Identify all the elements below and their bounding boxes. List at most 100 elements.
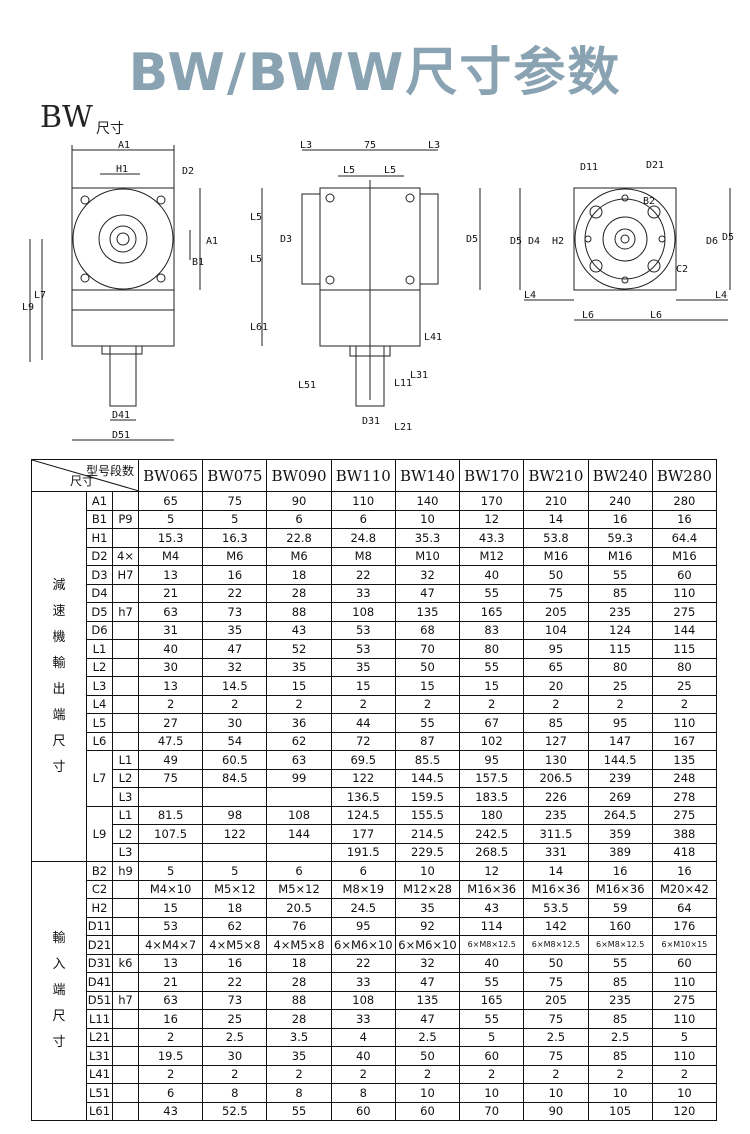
value-cell	[202, 842, 268, 862]
value-cell: 107.5	[138, 824, 204, 844]
param-cell: L11	[86, 1009, 113, 1029]
value-cell: 49	[138, 750, 204, 770]
value-cell: 4×M5×8	[202, 935, 268, 955]
value-cell: 47	[394, 583, 461, 603]
value-cell: 16	[587, 509, 653, 529]
value-cell: 95	[330, 916, 396, 936]
value-cell: 240	[587, 491, 653, 511]
value-cell	[202, 787, 268, 807]
svg-text:D51: D51	[112, 430, 130, 441]
value-cell: 105	[587, 1101, 653, 1121]
value-cell: 85	[587, 1046, 653, 1066]
value-cell: 14	[523, 509, 589, 529]
value-cell: 24.5	[330, 898, 396, 918]
value-cell: 144.5	[587, 750, 653, 770]
value-cell: 64	[651, 898, 718, 918]
value-cell: 331	[523, 842, 589, 862]
value-cell: 60	[394, 1101, 461, 1121]
value-cell: 10	[394, 509, 461, 529]
value-cell: 268.5	[459, 842, 525, 862]
value-cell: 155.5	[394, 805, 461, 825]
value-cell: 5	[651, 1027, 718, 1047]
value-cell: M16	[523, 546, 589, 566]
value-cell: 6	[266, 861, 332, 881]
value-cell: 55	[266, 1101, 332, 1121]
svg-text:L31: L31	[410, 370, 428, 381]
value-cell: 80	[651, 657, 718, 677]
value-cell: 5	[138, 861, 204, 881]
value-cell: 6	[266, 509, 332, 529]
value-cell: 226	[523, 787, 589, 807]
category-char: 減	[52, 577, 66, 593]
value-cell: 15	[330, 676, 396, 696]
value-cell: 70	[394, 639, 461, 659]
value-cell: 248	[651, 768, 718, 788]
value-cell: 76	[266, 916, 332, 936]
value-cell: 6×M8×12.5	[523, 935, 589, 955]
value-cell: 110	[330, 491, 396, 511]
value-cell: 16	[138, 1009, 204, 1029]
value-cell: 69.5	[330, 750, 396, 770]
value-cell: 18	[202, 898, 268, 918]
value-cell: 47.5	[138, 731, 204, 751]
value-cell: 53.5	[523, 898, 589, 918]
value-cell: 52	[266, 639, 332, 659]
value-cell: 43	[459, 898, 525, 918]
qualifier-cell: h7	[111, 990, 140, 1010]
value-cell: 120	[651, 1101, 718, 1121]
value-cell: 55	[459, 657, 525, 677]
value-cell: 60	[651, 953, 718, 973]
value-cell: 32	[202, 657, 268, 677]
value-cell: 15.3	[138, 528, 204, 548]
dimension-table: 型号段数 尺寸 BW065 BW075 BW090 BW110 BW140 BW…	[30, 459, 718, 1121]
value-cell: 124	[587, 620, 653, 640]
value-cell: 6	[330, 861, 396, 881]
qualifier-cell	[111, 713, 140, 733]
value-cell: 80	[459, 639, 525, 659]
value-cell: M16×36	[587, 879, 653, 899]
svg-text:L51: L51	[298, 380, 316, 391]
param-cell: D4	[86, 583, 113, 603]
value-cell: 140	[394, 491, 461, 511]
value-cell: 70	[459, 1101, 525, 1121]
value-cell: 108	[330, 602, 396, 622]
value-cell: 33	[330, 583, 396, 603]
value-cell: 54	[202, 731, 268, 751]
value-cell: 2	[523, 694, 589, 714]
value-cell: M16	[587, 546, 653, 566]
value-cell: 50	[523, 953, 589, 973]
value-cell: 10	[394, 1083, 461, 1103]
value-cell: 75	[523, 972, 589, 992]
value-cell: 5	[202, 861, 268, 881]
value-cell: 110	[651, 713, 718, 733]
value-cell: 5	[459, 1027, 525, 1047]
qualifier-cell	[111, 898, 140, 918]
value-cell: 43.3	[459, 528, 525, 548]
value-cell: 176	[651, 916, 718, 936]
value-cell: 8	[202, 1083, 268, 1103]
value-cell: 92	[394, 916, 461, 936]
value-cell: 110	[651, 1009, 718, 1029]
value-cell: 87	[394, 731, 461, 751]
value-cell	[138, 842, 204, 862]
value-cell: 22	[202, 583, 268, 603]
value-cell: 60	[459, 1046, 525, 1066]
category-char: 輸	[52, 655, 66, 671]
svg-text:L3: L3	[428, 140, 440, 151]
value-cell: 388	[651, 824, 718, 844]
value-cell: 35.3	[394, 528, 461, 548]
value-cell: 5	[202, 509, 268, 529]
drawing-front-view	[29, 145, 201, 441]
param-cell: D31	[86, 953, 113, 973]
